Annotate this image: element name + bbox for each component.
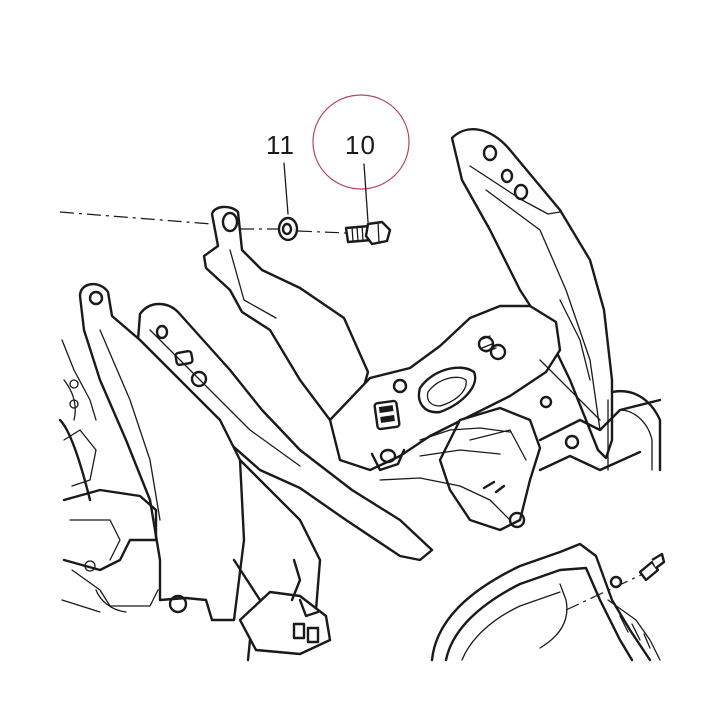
callout-label-11: 11 bbox=[266, 130, 295, 160]
leader-line-11 bbox=[283, 162, 289, 215]
highlight-circle bbox=[312, 94, 410, 190]
frame-arc-2 bbox=[559, 299, 591, 381]
bottom-right-cover bbox=[430, 542, 661, 662]
engine-detail bbox=[58, 339, 159, 613]
washer-part-11 bbox=[277, 216, 299, 242]
frame-tube-lower bbox=[379, 477, 511, 521]
leader-line-10 bbox=[363, 163, 369, 223]
assembly-axis-3 bbox=[297, 230, 347, 234]
right-frame-edge bbox=[607, 389, 662, 472]
mounting-bracket bbox=[202, 205, 370, 422]
cross-member bbox=[328, 304, 562, 472]
lower-center-bracket bbox=[238, 558, 332, 662]
left-side-panel bbox=[136, 302, 434, 562]
lower-right-bracket bbox=[438, 395, 662, 532]
small-screw bbox=[638, 552, 666, 582]
bolt-part-10 bbox=[344, 220, 392, 246]
assembly-axis bbox=[59, 211, 213, 225]
frame-tube-lines bbox=[419, 427, 511, 457]
frame-arc bbox=[539, 359, 601, 421]
callout-label-10: 10 bbox=[345, 130, 376, 160]
